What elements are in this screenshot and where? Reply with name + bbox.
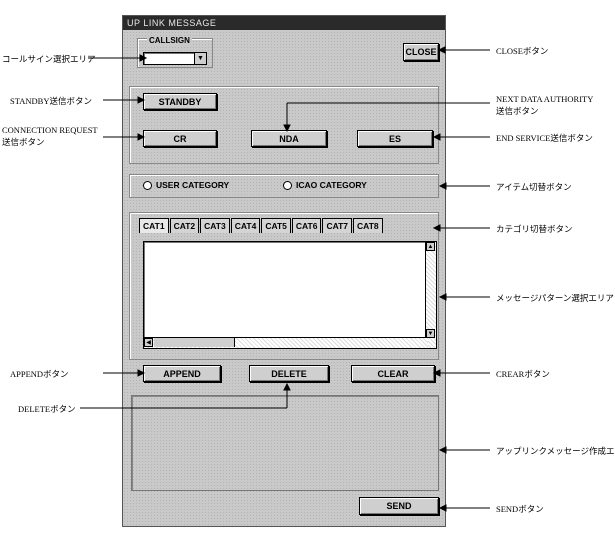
scroll-left-icon[interactable]: ◀: [144, 338, 153, 347]
tab-cat5[interactable]: CAT5: [261, 218, 291, 233]
tab-cat7[interactable]: CAT7: [322, 218, 353, 233]
annotation-append: APPENDボタン: [10, 369, 69, 379]
cr-button[interactable]: CR: [143, 130, 217, 147]
annotation-cr-line1: CONNECTION REQUEST: [2, 125, 98, 135]
tab-cat4[interactable]: CAT4: [230, 218, 261, 233]
uplink-message-window: UP LINK MESSAGE CALLSIGN ▼ CLOSE STANDBY…: [122, 15, 446, 527]
connection-buttons-group: [129, 86, 439, 164]
radio-circle-icon: [143, 180, 152, 190]
scroll-up-icon[interactable]: ▲: [426, 242, 435, 251]
icao-category-radio[interactable]: ICAO CATEGORY: [283, 180, 367, 190]
annotation-nda-line1: NEXT DATA AUTHORITY: [496, 94, 594, 104]
annotation-close: CLOSEボタン: [496, 46, 549, 56]
window-title: UP LINK MESSAGE: [123, 16, 445, 30]
annotation-callsign: コールサイン選択エリア: [2, 54, 96, 64]
category-tabs: CAT1 CAT2 CAT3 CAT4 CAT5 CAT6 CAT7 CAT8: [139, 218, 384, 233]
annotation-clear: CREARボタン: [496, 369, 550, 379]
send-button[interactable]: SEND: [359, 497, 439, 515]
annotation-delete: DELETEボタン: [18, 404, 76, 414]
annotation-item-switch: アイテム切替ボタン: [496, 182, 572, 192]
annotation-es: END SERVICE送信ボタン: [496, 133, 593, 143]
annotation-message-pattern: メッセージパターン選択エリア: [496, 293, 614, 303]
vertical-scrollbar[interactable]: ▲ ▼: [425, 242, 436, 348]
scroll-down-icon[interactable]: ▼: [426, 329, 435, 338]
es-button[interactable]: ES: [357, 130, 433, 147]
message-pattern-group: [129, 212, 439, 360]
annotation-category-switch: カテゴリ切替ボタン: [496, 224, 573, 234]
annotation-uplink-area: アップリンクメッセージ作成エリア: [496, 446, 615, 456]
category-radio-group: [129, 174, 439, 198]
tab-cat2[interactable]: CAT2: [169, 218, 200, 233]
tab-cat6[interactable]: CAT6: [291, 218, 322, 233]
annotation-send: SENDボタン: [496, 504, 544, 514]
clear-button[interactable]: CLEAR: [351, 365, 435, 382]
horizontal-scrollbar[interactable]: ◀: [144, 337, 428, 348]
annotation-cr-line2: 送信ボタン: [2, 137, 45, 147]
icao-category-label: ICAO CATEGORY: [296, 180, 367, 190]
uplink-message-area[interactable]: [131, 395, 439, 491]
annotation-nda-line2: 送信ボタン: [496, 106, 539, 116]
tab-cat3[interactable]: CAT3: [200, 218, 230, 233]
standby-button[interactable]: STANDBY: [143, 93, 217, 110]
user-category-radio[interactable]: USER CATEGORY: [143, 180, 229, 190]
annotation-standby: STANDBY送信ボタン: [10, 96, 92, 106]
callsign-label: CALLSIGN: [147, 36, 192, 45]
nda-button[interactable]: NDA: [251, 130, 327, 147]
callsign-combobox[interactable]: ▼: [143, 52, 207, 65]
radio-circle-icon: [283, 180, 292, 190]
message-pattern-list[interactable]: ▲ ▼ ◀: [143, 241, 437, 349]
tab-cat1[interactable]: CAT1: [139, 218, 169, 233]
tab-cat8[interactable]: CAT8: [353, 218, 383, 233]
scroll-thumb[interactable]: [154, 338, 235, 347]
close-button[interactable]: CLOSE: [403, 43, 439, 61]
delete-button[interactable]: DELETE: [249, 365, 329, 382]
user-category-label: USER CATEGORY: [156, 180, 230, 190]
dropdown-arrow-icon[interactable]: ▼: [194, 53, 206, 64]
